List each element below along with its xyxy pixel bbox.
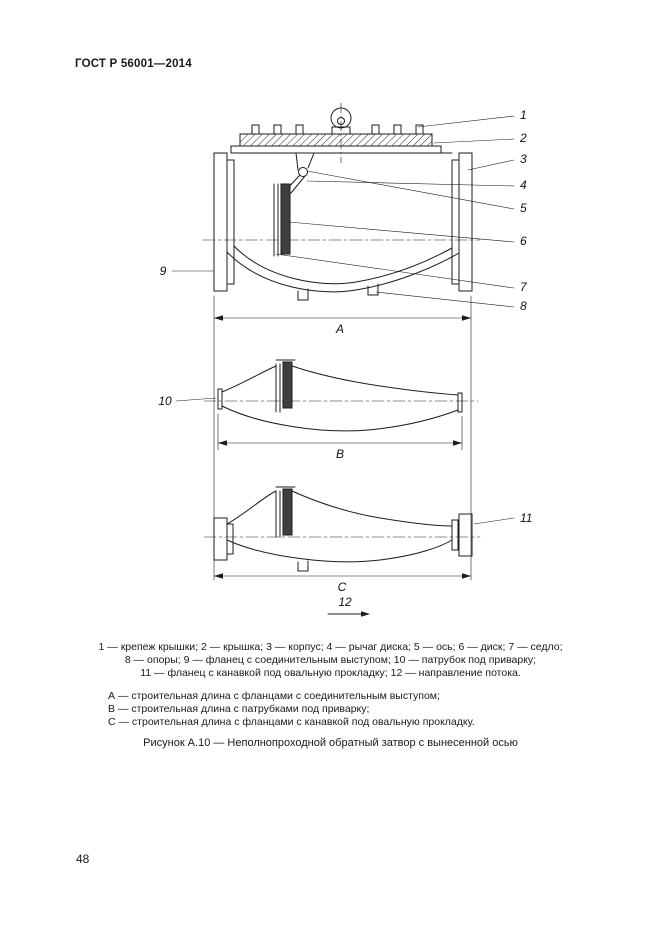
figure-geometry <box>171 102 515 617</box>
document-header: ГОСТ Р 56001—2014 <box>75 58 192 70</box>
cover-section <box>239 133 433 147</box>
callout-2: 2 <box>519 131 527 145</box>
dimension-lines <box>213 295 472 617</box>
disc-c <box>282 488 293 536</box>
dim-label-b: В <box>336 447 344 461</box>
legend-line: 11 — фланец с канавкой под овальную прок… <box>140 667 521 680</box>
weld-stub-left <box>217 388 223 410</box>
callout-3: 3 <box>520 152 527 166</box>
note-line: В — строительная длина с патрубками под … <box>108 702 370 715</box>
axis-pin <box>298 167 308 177</box>
callout-11: 11 <box>520 511 532 525</box>
support-foot <box>367 283 379 296</box>
callout-12: 12 <box>338 595 352 609</box>
valve-figure: 1 2 3 4 5 6 7 8 9 10 11 12 А В С <box>158 102 532 617</box>
figure-caption: Рисунок А.10 — Неполнопроходной обратный… <box>143 737 518 749</box>
figure-labels: 1 2 3 4 5 6 7 8 9 10 11 12 А В С <box>158 108 532 609</box>
left-flange-a <box>213 152 228 292</box>
callout-10: 10 <box>158 394 172 408</box>
dim-label-a: А <box>335 322 344 336</box>
callout-6: 6 <box>520 234 527 248</box>
right-flange-c <box>458 513 473 557</box>
note-line: С — строительная длина с фланцами с кана… <box>108 715 475 728</box>
page-number: 48 <box>76 852 90 866</box>
dim-label-c: С <box>338 580 347 594</box>
callout-4: 4 <box>520 178 527 192</box>
disc-a <box>280 183 291 255</box>
cover-bolts <box>251 124 424 135</box>
callout-1: 1 <box>520 108 527 122</box>
legend-line: 1 — крепеж крышки; 2 — крышка; 3 — корпу… <box>98 641 563 653</box>
callout-8: 8 <box>520 299 527 313</box>
support-foot <box>297 288 309 301</box>
hinge-bracket <box>295 152 315 171</box>
leader-lines <box>171 115 515 525</box>
body-outer-belly <box>226 251 460 293</box>
lifting-ring <box>330 107 352 129</box>
weld-stub-right <box>457 392 463 413</box>
callout-9: 9 <box>160 264 167 278</box>
dimension-notes: А — строительная длина с фланцами с соед… <box>108 690 588 728</box>
body-inner-belly <box>233 245 453 285</box>
note-line: А — строительная длина с фланцами с соед… <box>108 690 440 702</box>
disc-b <box>282 361 293 409</box>
view-a-flanged-valve <box>202 102 481 301</box>
callout-5: 5 <box>520 201 527 215</box>
view-c-groove-flange-valve <box>203 486 481 572</box>
figure-legend: 1 — крепеж крышки; 2 — крышка; 3 — корпу… <box>0 641 661 681</box>
callout-7: 7 <box>520 280 528 294</box>
right-flange-a <box>458 152 473 292</box>
support-foot <box>297 560 309 572</box>
left-flange-c <box>213 517 228 561</box>
cover-flange <box>230 145 442 154</box>
view-b-weld-end-valve <box>203 359 479 432</box>
legend-line: 8 — опоры; 9 — фланец с соединительным в… <box>124 654 537 667</box>
